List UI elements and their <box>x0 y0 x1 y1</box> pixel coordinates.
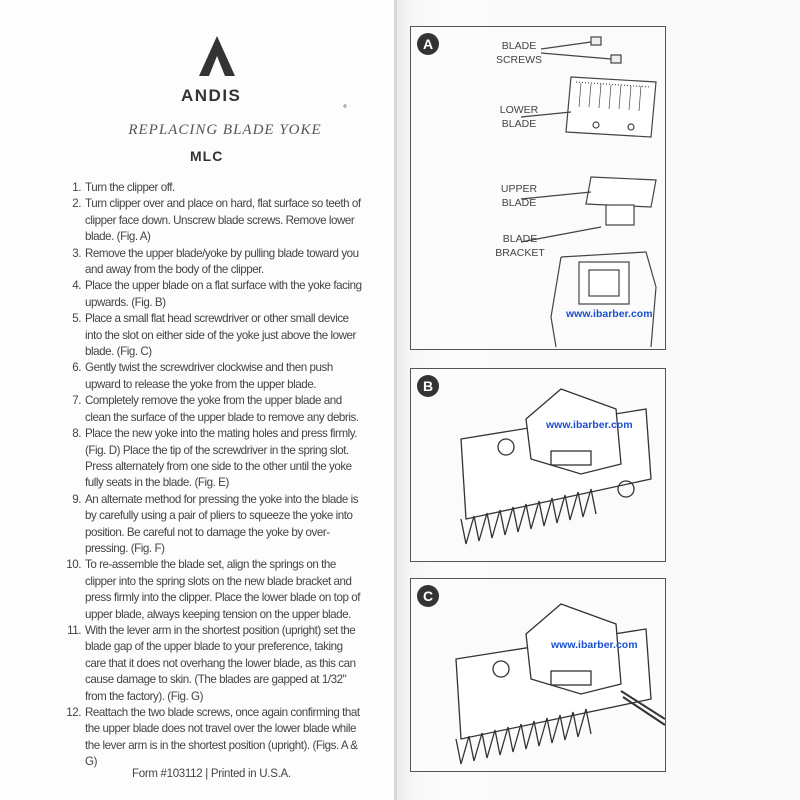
brand-name: ANDIS <box>181 86 242 105</box>
step-number: 8. <box>72 427 81 441</box>
step-text: Turn clipper over and place on hard, fla… <box>85 197 361 244</box>
step-text: An alternate method for pressing the yok… <box>85 492 359 555</box>
step-item: 3. Remove the upper blade/yoke by pulling… <box>66 246 366 279</box>
step-number: 12. <box>66 706 81 719</box>
step-item: 8. Place the new yoke into the mating hol… <box>66 426 366 492</box>
figure-a: A BLADE SCREWS LOWER BLADE UPPER BLADE B… <box>410 26 666 350</box>
step-text: Place the new yoke into the mating holes… <box>85 427 358 490</box>
step-number: 7. <box>72 394 81 408</box>
label-blade-bracket: BLADE BRACKET <box>495 233 545 259</box>
step-item: 12. Reattach the two blade screws, once a… <box>66 705 366 771</box>
step-text: Completely remove the yoke from the uppe… <box>85 394 359 424</box>
step-text: Reattach the two blade screws, once agai… <box>85 706 360 769</box>
step-number: 3. <box>72 246 81 260</box>
step-number: 5. <box>72 312 81 326</box>
screwdriver-yoke-diagram <box>455 603 665 765</box>
blade-assembly-diagram <box>520 36 657 348</box>
step-text: With the lever arm in the shortest posit… <box>85 623 356 703</box>
step-text: Gently twist the screwdriver clockwise a… <box>85 361 333 391</box>
step-number: 11. <box>67 623 81 637</box>
step-item: 7. Completely remove the yoke from the up… <box>66 393 366 426</box>
registered-mark: ° <box>343 104 347 115</box>
watermark: www.ibarber.com <box>546 419 633 431</box>
step-text: Place the upper blade on a flat surface … <box>85 279 362 309</box>
steps-list: 1. Turn the clipper off. 2. Turn clipper ov… <box>66 180 366 771</box>
step-text: To re-assemble the blade set, align the … <box>85 558 360 621</box>
instruction-page: ANDIS ° REPLACING BLADE YOKE MLC 1. Turn … <box>0 0 396 800</box>
figure-c: C www.ibarber.com <box>410 578 666 772</box>
step-item: 11. With the lever arm in the shortest po… <box>66 623 366 705</box>
label-blade-screws: BLADE SCREWS <box>495 40 543 66</box>
step-item: 1. Turn the clipper off. <box>66 180 366 196</box>
step-text: Remove the upper blade/yoke by pulling b… <box>85 246 359 277</box>
figure-label: C <box>417 585 439 607</box>
step-item: 5. Place a small flat head screwdriver or… <box>66 311 366 360</box>
step-number: 9. <box>72 492 81 506</box>
step-text: Place a small flat head screwdriver or o… <box>85 312 356 359</box>
watermark: www.ibarber.com <box>566 308 653 320</box>
form-footer: Form #103112 | Printed in U.S.A. <box>132 768 291 780</box>
document-title: REPLACING BLADE YOKE <box>128 122 322 138</box>
step-number: 2. <box>72 197 81 211</box>
step-number: 6. <box>72 361 81 375</box>
andis-logo-icon <box>199 36 235 76</box>
step-text: Turn the clipper off. <box>85 181 175 194</box>
step-item: 6. Gently twist the screwdriver clockwise… <box>66 360 366 393</box>
watermark: www.ibarber.com <box>551 639 638 651</box>
step-number: 4. <box>72 279 81 293</box>
figure-b: B www.ibarber.com <box>410 368 666 562</box>
label-upper-blade: UPPER BLADE <box>500 183 538 209</box>
label-lower-blade: LOWER BLADE <box>499 104 539 130</box>
step-item: 10. To re-assemble the blade set, align t… <box>66 557 366 623</box>
step-number: 10. <box>66 558 81 572</box>
upper-blade-yoke-diagram <box>460 388 652 545</box>
step-item: 9. An alternate method for pressing the y… <box>66 492 366 558</box>
model-name: MLC <box>190 148 224 164</box>
step-item: 4. Place the upper blade on a flat surfac… <box>66 278 366 311</box>
step-item: 2. Turn clipper over and place on hard, f… <box>66 196 366 245</box>
figure-label: A <box>417 33 439 55</box>
step-number: 1. <box>72 181 81 194</box>
page-fold <box>394 0 397 800</box>
figure-label: B <box>417 375 439 397</box>
